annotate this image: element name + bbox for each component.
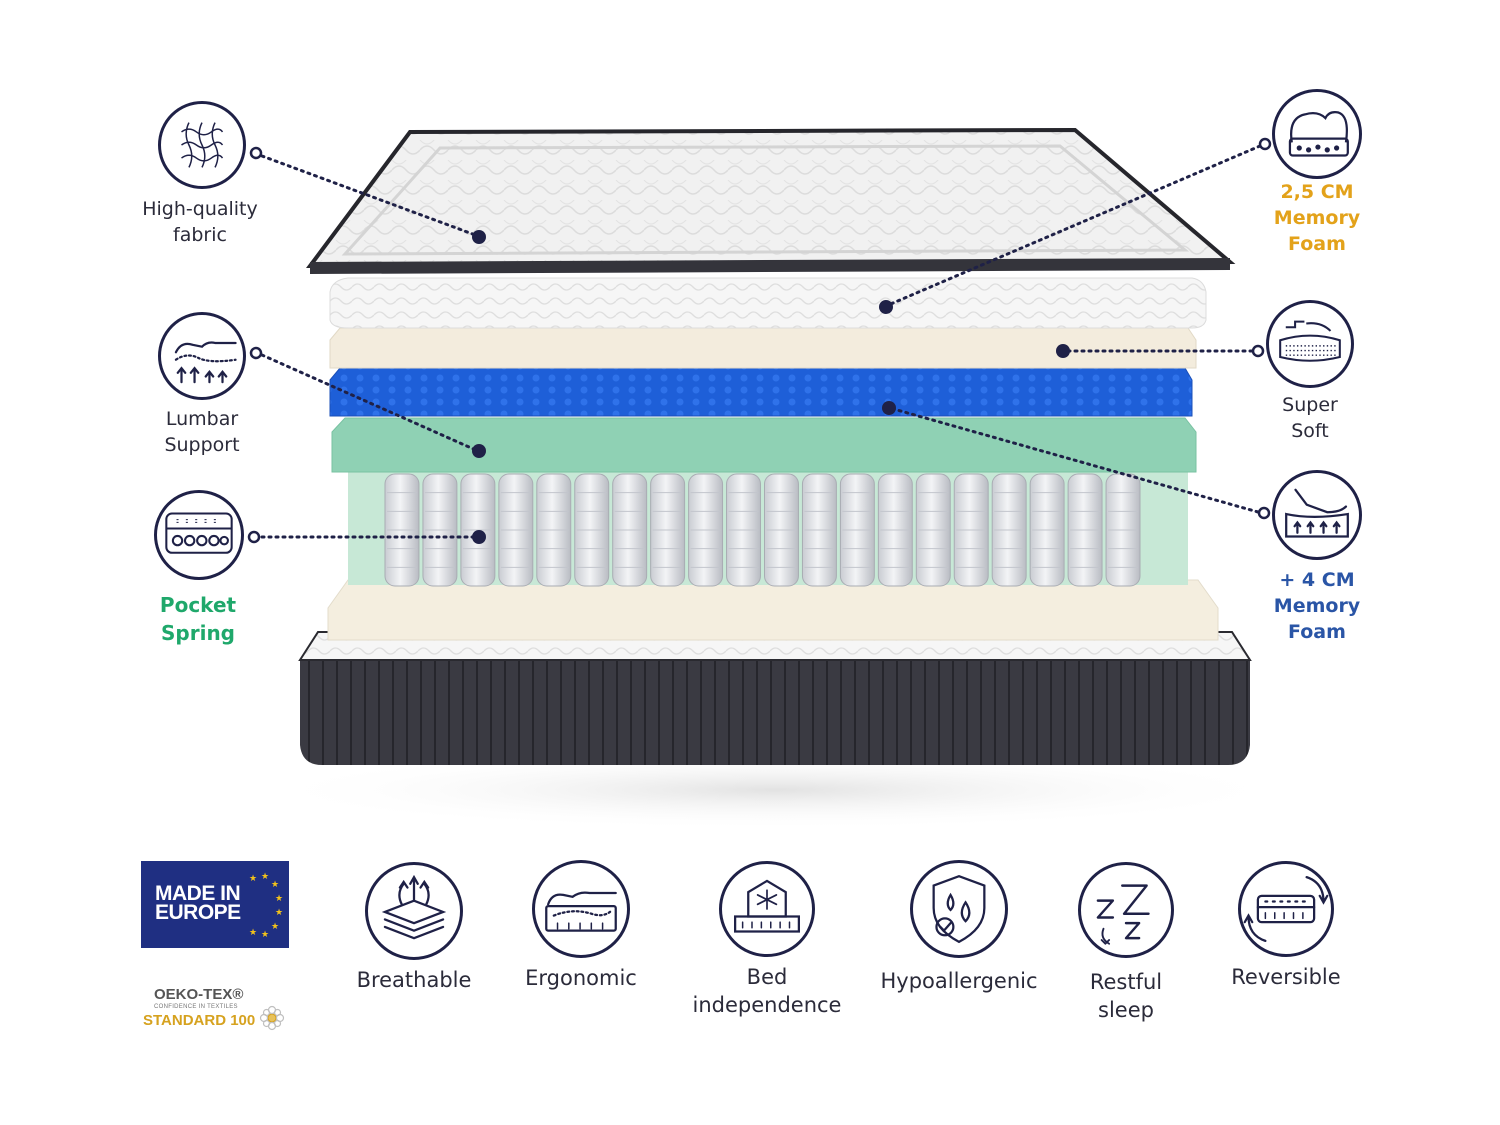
memory-foam-icon [1272, 89, 1362, 179]
oeko-tex-title: OEKO-TEX® [154, 986, 244, 1003]
memory-foam-plus-icon [1272, 470, 1362, 560]
made-in-europe-text: MADE IN EUROPE [155, 882, 241, 924]
spring-coil [650, 473, 686, 587]
svg-text:★: ★ [249, 928, 257, 938]
bed-independence-icon [719, 861, 815, 957]
spring-coil [536, 473, 572, 587]
restful-sleep-label: Restful sleep [1089, 970, 1163, 1022]
svg-text:★: ★ [271, 922, 279, 932]
spring-coil [1029, 473, 1065, 587]
memory-plus-label: + 4 CM Memory Foam [1273, 569, 1361, 643]
spring-coil [498, 473, 534, 587]
lumbar-support-icon [158, 312, 246, 400]
reversible-label: Reversible [1231, 965, 1341, 989]
ergonomic-icon [532, 860, 630, 958]
pocket-spring-icon [154, 490, 244, 580]
oeko-tex-flower-icon [259, 1005, 285, 1031]
oeko-tex-standard: STANDARD 100 [143, 1012, 256, 1029]
svg-text:★: ★ [275, 908, 283, 918]
spring-coil [953, 473, 989, 587]
svg-text:★: ★ [249, 874, 257, 884]
pocket-spring-label: Pocket Spring [159, 593, 237, 645]
spring-coil [801, 473, 837, 587]
lumbar-label: Lumbar Support [164, 408, 240, 456]
svg-text:★: ★ [261, 930, 269, 940]
super-soft-label: Super Soft [1282, 394, 1338, 442]
spring-coil [422, 473, 458, 587]
hypoallergenic-icon [910, 860, 1008, 958]
spring-coil [574, 473, 610, 587]
svg-text:★: ★ [275, 894, 283, 904]
oeko-tex-tagline: CONFIDENCE IN TEXTILES [154, 1004, 238, 1010]
memory-top-label: 2,5 CM Memory Foam [1273, 181, 1361, 255]
made-in-europe-badge: MADE IN EUROPE ★★★ ★★★ ★★ [141, 861, 289, 948]
svg-text:★: ★ [271, 880, 279, 890]
breathable-icon [365, 862, 463, 960]
breathable-label: Breathable [356, 968, 472, 992]
ergonomic-label: Ergonomic [525, 966, 637, 990]
oeko-tex-badge: OEKO-TEX® CONFIDENCE IN TEXTILES STANDAR… [140, 986, 290, 1036]
spring-coil [688, 473, 724, 587]
fabric-label: High-quality fabric [142, 198, 258, 246]
spring-coil [764, 473, 799, 587]
spring-coil [1067, 473, 1103, 587]
eu-stars-icon: ★★★ ★★★ ★★ [249, 872, 283, 940]
spring-coil [612, 473, 648, 587]
super-soft-icon [1266, 300, 1354, 388]
spring-coil [839, 473, 875, 587]
fabric-icon [158, 101, 246, 189]
reversible-icon [1238, 861, 1334, 957]
hypoallergenic-label: Hypoallergenic [880, 969, 1038, 993]
spring-coil [877, 473, 913, 587]
spring-coil [726, 473, 761, 587]
svg-text:★: ★ [261, 872, 269, 882]
spring-coil [384, 473, 420, 587]
spring-coil [1105, 473, 1141, 587]
restful-sleep-icon [1078, 862, 1174, 958]
spring-coil [915, 473, 951, 587]
spring-coil [460, 473, 496, 587]
spring-coil [991, 473, 1027, 587]
bed-independence-label: Bed independence [692, 965, 842, 1017]
